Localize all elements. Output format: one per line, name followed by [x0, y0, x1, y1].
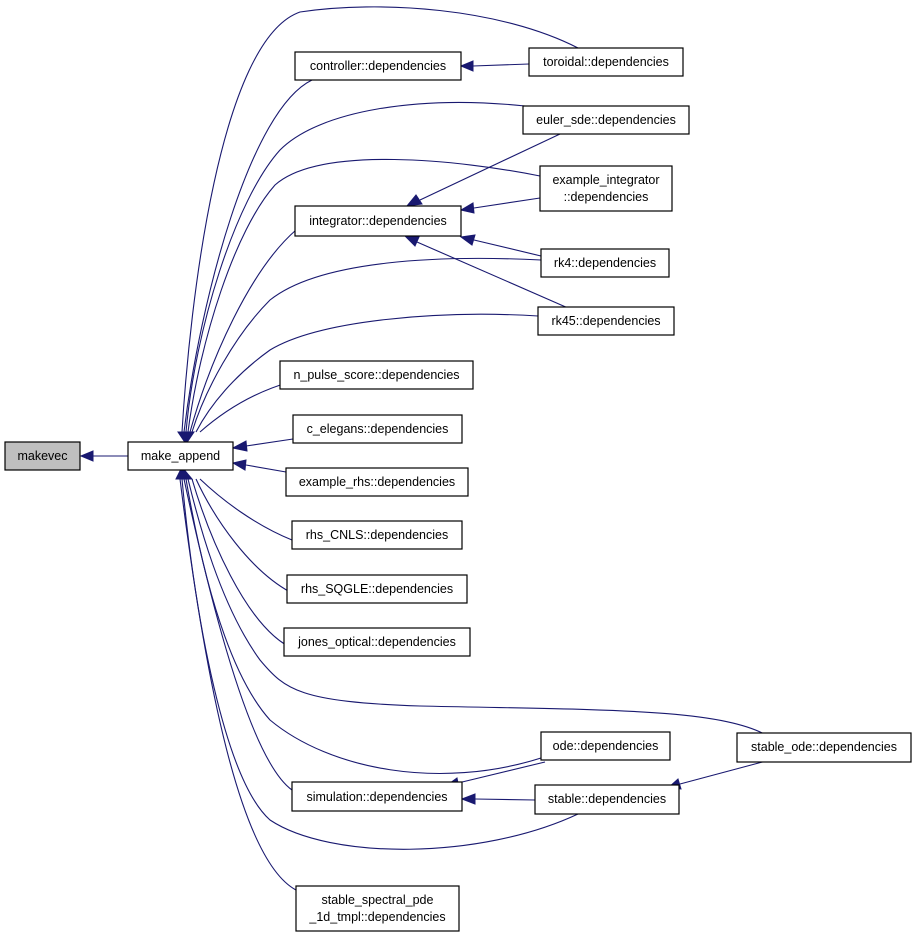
- node-label: controller::dependencies: [310, 59, 446, 73]
- node-make_append[interactable]: make_append: [127, 441, 234, 471]
- arrowhead: [231, 440, 248, 452]
- node-label: rk45::dependencies: [551, 314, 660, 328]
- edge-rhs_SQGLE-make_append: [195, 478, 291, 593]
- edge-rk45-make_append: [195, 313, 539, 433]
- edge-rk4-integrator: [473, 239, 542, 257]
- node-label: ode::dependencies: [553, 739, 659, 753]
- node-label: make_append: [141, 449, 220, 463]
- arrowhead: [175, 466, 194, 480]
- edge-integrator-make_append: [189, 229, 297, 433]
- node-c_elegans-dependencies[interactable]: c_elegans::dependencies: [292, 414, 463, 444]
- node-rk4-dependencies[interactable]: rk4::dependencies: [540, 248, 670, 278]
- node-makevec[interactable]: makevec: [4, 441, 81, 471]
- edge-stable_spectral-make_append: [179, 478, 297, 891]
- node-label-line2: _1d_tmpl::dependencies: [308, 910, 445, 924]
- node-integrator-dependencies[interactable]: integrator::dependencies: [294, 205, 462, 237]
- node-label: euler_sde::dependencies: [536, 113, 676, 127]
- arrowhead: [231, 459, 247, 471]
- node-label: rhs_SQGLE::dependencies: [301, 582, 453, 596]
- node-rhs_SQGLE-dependencies[interactable]: rhs_SQGLE::dependencies: [286, 574, 468, 604]
- node-label: rhs_CNLS::dependencies: [306, 528, 448, 542]
- node-toroidal-dependencies[interactable]: toroidal::dependencies: [528, 47, 684, 77]
- edge-rk4-make_append: [191, 257, 542, 433]
- edge-c_elegans-make_append: [245, 438, 294, 447]
- edge-toroidal-make_append: [181, 6, 579, 433]
- node-label: toroidal::dependencies: [543, 55, 669, 69]
- edge-stable_ode-make_append: [187, 478, 769, 737]
- edge-simulation-make_append: [183, 478, 293, 791]
- node-label: c_elegans::dependencies: [307, 422, 449, 436]
- edge-rhs_CNLS-make_append: [199, 478, 293, 541]
- node-label: makevec: [17, 449, 67, 463]
- node-controller-dependencies[interactable]: controller::dependencies: [294, 51, 462, 81]
- node-label: simulation::dependencies: [306, 790, 447, 804]
- edge-rk45-integrator: [416, 241, 569, 309]
- node-label: example_rhs::dependencies: [299, 475, 455, 489]
- node-label-line2: ::dependencies: [564, 190, 649, 204]
- arrowhead: [459, 202, 475, 214]
- node-ode-dependencies[interactable]: ode::dependencies: [540, 731, 671, 761]
- node-label-line1: example_integrator: [552, 173, 659, 187]
- node-label: rk4::dependencies: [554, 256, 656, 270]
- arrowhead: [460, 793, 476, 805]
- node-rk45-dependencies[interactable]: rk45::dependencies: [537, 306, 675, 336]
- node-simulation-dependencies[interactable]: simulation::dependencies: [291, 781, 463, 812]
- node-example_rhs-dependencies[interactable]: example_rhs::dependencies: [285, 467, 469, 497]
- node-label: jones_optical::dependencies: [297, 635, 456, 649]
- node-label: n_pulse_score::dependencies: [293, 368, 459, 382]
- edge-example_rhs-make_append: [245, 464, 287, 473]
- edge-stable_ode-stable: [679, 759, 771, 785]
- edges: [79, 6, 771, 891]
- node-label-line1: stable_spectral_pde: [322, 893, 434, 907]
- node-example_integrator-dependencies[interactable]: example_integrator ::dependencies: [539, 165, 673, 212]
- node-rhs_CNLS-dependencies[interactable]: rhs_CNLS::dependencies: [291, 520, 463, 550]
- node-stable_spectral_pde-dependencies[interactable]: stable_spectral_pde _1d_tmpl::dependenci…: [295, 885, 460, 932]
- node-jones_optical-dependencies[interactable]: jones_optical::dependencies: [283, 627, 471, 657]
- arrowhead: [459, 60, 474, 72]
- edge-euler_sde-make_append: [185, 101, 526, 433]
- edge-example_integrator-make_append: [187, 158, 541, 433]
- edge-example_integrator-integrator: [473, 197, 541, 209]
- edge-ode-simulation: [457, 761, 546, 784]
- arrowhead: [177, 431, 195, 445]
- node-label: stable::dependencies: [548, 792, 666, 806]
- edge-euler_sde-integrator: [419, 133, 561, 201]
- arrowhead: [79, 450, 94, 462]
- node-label: stable_ode::dependencies: [751, 740, 897, 754]
- edge-toroidal-controller: [472, 63, 530, 67]
- arrowhead: [405, 194, 423, 207]
- node-n_pulse_score-dependencies[interactable]: n_pulse_score::dependencies: [279, 360, 474, 390]
- edge-jones_optical-make_append: [191, 478, 287, 646]
- edge-stable-simulation: [474, 798, 536, 801]
- node-stable_ode-dependencies[interactable]: stable_ode::dependencies: [736, 732, 912, 763]
- node-label: integrator::dependencies: [309, 214, 447, 228]
- node-stable-dependencies[interactable]: stable::dependencies: [534, 784, 680, 815]
- edge-n_pulse_score-make_append: [199, 381, 291, 433]
- arrowhead: [459, 234, 476, 246]
- edge-controller-make_append: [183, 79, 313, 433]
- node-euler_sde-dependencies[interactable]: euler_sde::dependencies: [522, 105, 690, 135]
- arrowhead: [403, 235, 420, 247]
- nodes: makevec make_append controller::dependen…: [4, 47, 912, 932]
